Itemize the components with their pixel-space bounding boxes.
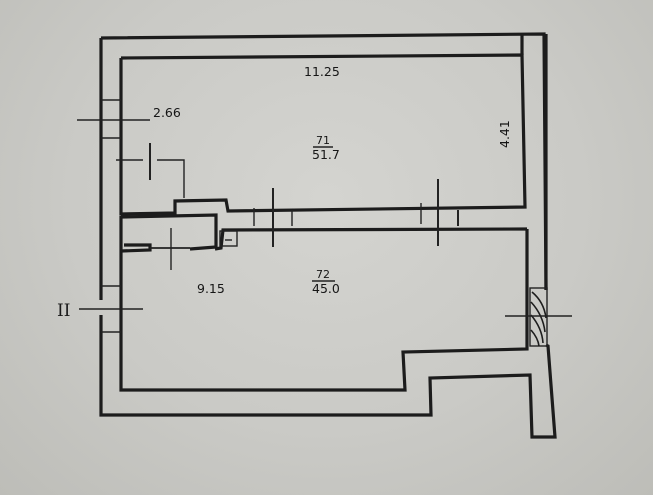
window-hatch xyxy=(530,291,547,347)
section-marker: II xyxy=(57,301,70,321)
marker-arrow xyxy=(157,159,185,198)
room-72-number: 72 xyxy=(316,268,330,281)
dim-top-length: 11.25 xyxy=(304,64,340,79)
room-71-number: 71 xyxy=(316,134,330,147)
room-72-wall xyxy=(119,216,529,392)
dim-left-small: 2.66 xyxy=(153,105,181,120)
dim-lower-left: 9.15 xyxy=(197,281,225,296)
partition-wall-lower xyxy=(120,243,152,253)
dim-right-height: 4.41 xyxy=(497,120,512,148)
room-71-area: 51.7 xyxy=(312,147,340,162)
fixture-box xyxy=(219,230,238,247)
room-72-area: 45.0 xyxy=(312,281,340,296)
outer-wall xyxy=(99,32,557,439)
room-71-wall xyxy=(119,53,527,216)
partition-wall xyxy=(120,213,218,251)
